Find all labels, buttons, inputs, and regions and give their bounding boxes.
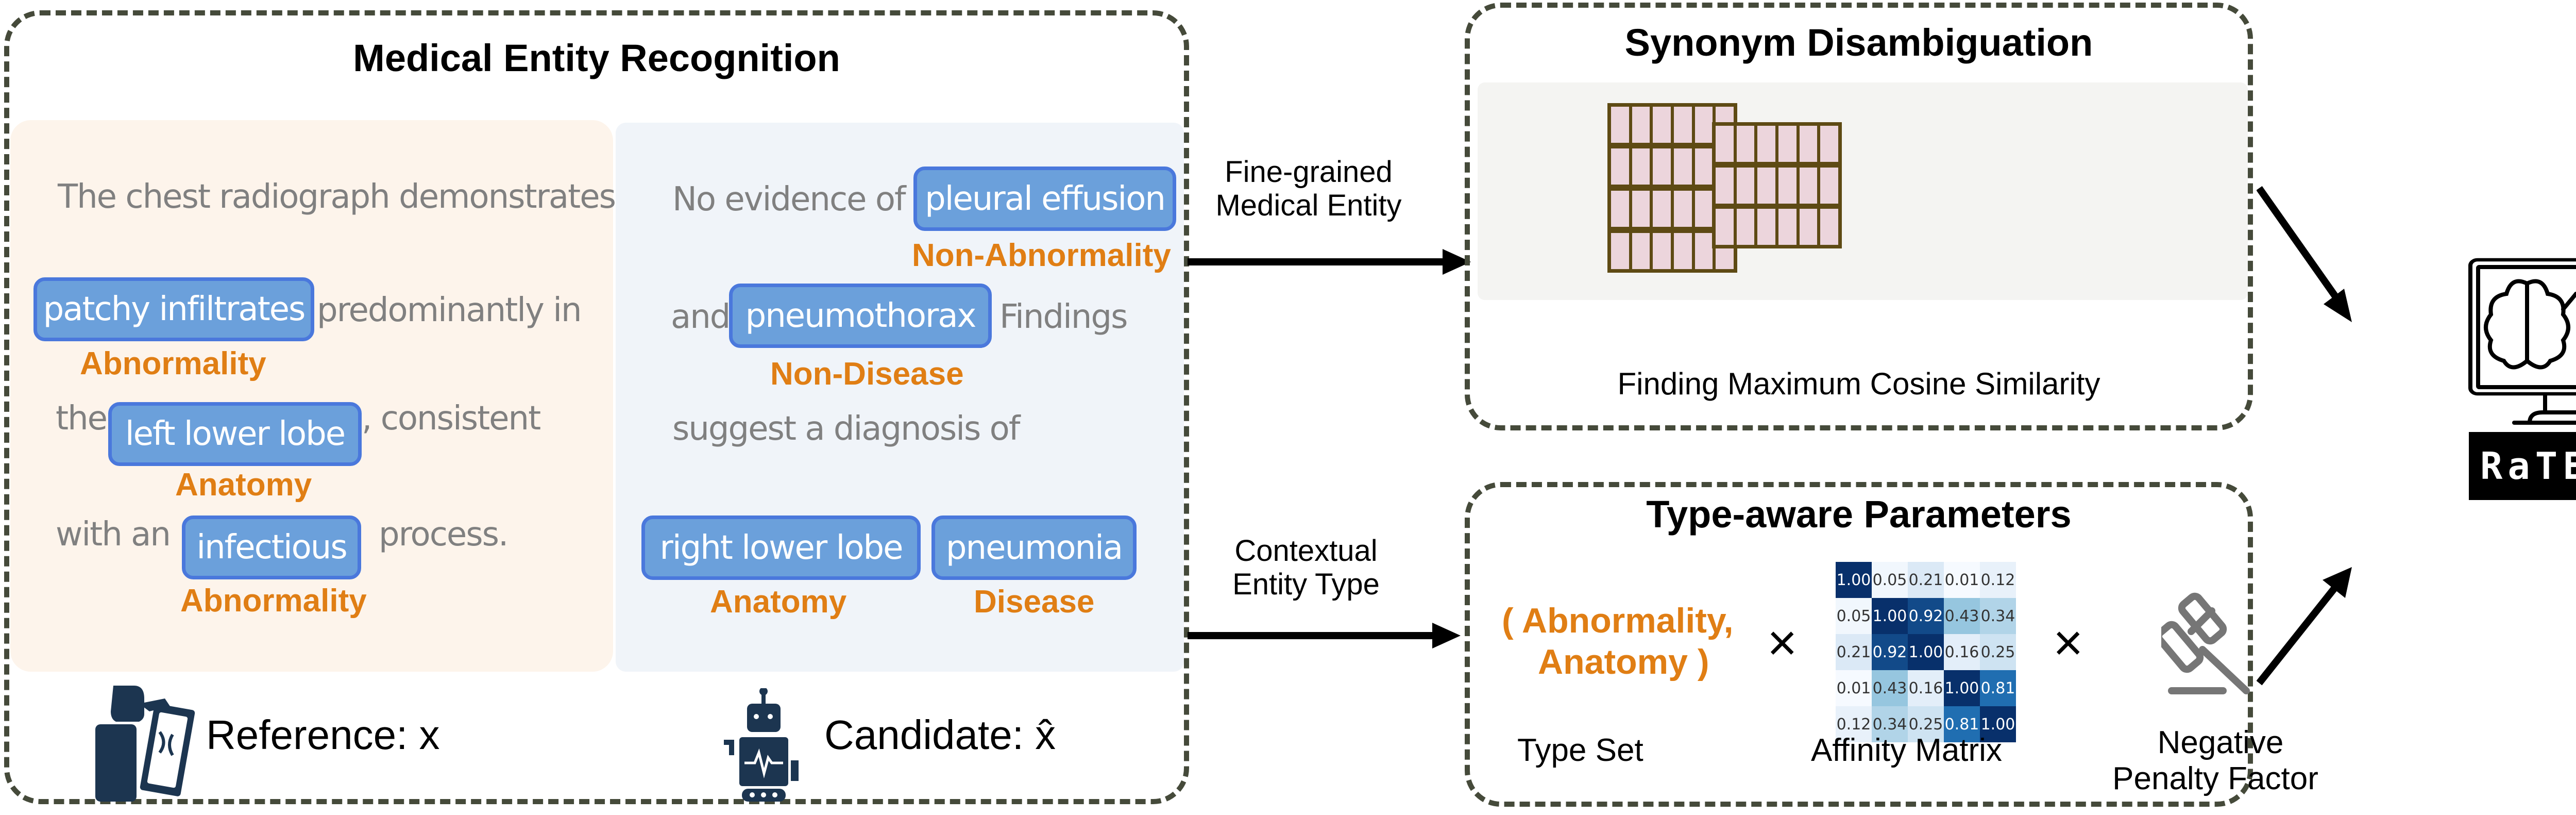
rate-score-badge: RaTE Score: [2469, 432, 2576, 500]
synonym-caption: Finding Maximum Cosine Similarity: [1617, 367, 2100, 401]
entity-chip-pneumothorax[interactable]: pneumothorax: [729, 284, 992, 348]
right-embedding-vector: [1712, 122, 1842, 165]
affinity-cell-r2-c4: 0.43: [1944, 598, 1980, 634]
reference-line-1: The chest radiograph demonstrates: [58, 178, 616, 216]
affinity-cell-r3-c3: 1.00: [1908, 634, 1944, 670]
affinity-cell-r4-c1: 0.01: [1836, 670, 1872, 706]
entity-label-anatomy-2: Anatomy: [710, 584, 847, 620]
affinity-cell-r4-c5: 0.81: [1980, 670, 2016, 706]
affinity-cell-r3-c4: 0.16: [1944, 634, 1980, 670]
affinity-cell-r2-c5: 0.34: [1980, 598, 2016, 634]
penalty-caption-2: Penalty Factor: [2112, 761, 2318, 796]
entity-label-abnormality-2: Abnormality: [180, 583, 367, 619]
ner-box: [4, 10, 1189, 804]
affinity-cell-r5-c3: 0.25: [1908, 706, 1944, 742]
affinity-cell-r3-c5: 0.25: [1980, 634, 2016, 670]
entity-chip-infectious[interactable]: infectious: [182, 515, 361, 579]
candidate-line-3: suggest a diagnosis of: [672, 410, 1020, 448]
monitor-brain-icon: [2468, 258, 2576, 425]
arrow-to-synonym: [1188, 249, 1471, 275]
affinity-matrix-caption: Affinity Matrix: [1811, 733, 2002, 768]
reference-panel: [10, 120, 613, 672]
type-aware-title: Type-aware Parameters: [1646, 493, 2072, 536]
candidate-line-2b: Findings: [999, 298, 1128, 336]
multiply-sign-2: ×: [2053, 614, 2083, 672]
type-aware-box: [1465, 482, 2253, 807]
arrow-type-aware-to-score: [2257, 567, 2352, 686]
arrow-label-medical-entity: Medical Entity: [1215, 189, 1402, 222]
multiply-sign-1: ×: [1767, 614, 1798, 672]
similarity-connections: [1641, 123, 1714, 253]
affinity-cell-r3-c2: 0.92: [1872, 634, 1908, 670]
arrow-label-entity-type: Entity Type: [1232, 568, 1380, 601]
type-set-line-1: ( Abnormality,: [1502, 601, 1734, 640]
affinity-cell-r5-c4: 0.81: [1944, 706, 1980, 742]
reference-line-2: predominantly in: [317, 291, 582, 329]
candidate-line-1: No evidence of: [672, 180, 906, 219]
affinity-cell-r1-c5: 0.12: [1980, 562, 2016, 598]
reference-line-3b: , consistent: [362, 400, 541, 438]
entity-chip-pleural-effusion[interactable]: pleural effusion: [913, 167, 1176, 231]
entity-label-non-disease: Non-Disease: [770, 356, 964, 392]
entity-chip-pneumonia[interactable]: pneumonia: [931, 515, 1137, 580]
type-set-line-2: Anatomy ): [1538, 642, 1709, 681]
reference-line-3a: the: [56, 400, 108, 438]
reference-caption: Reference: x: [206, 712, 440, 758]
affinity-cell-r2-c2: 1.00: [1872, 598, 1908, 634]
entity-label-abnormality: Abnormality: [80, 346, 266, 381]
arrow-synonym-to-score: [2257, 186, 2352, 322]
affinity-cell-r4-c2: 0.43: [1872, 670, 1908, 706]
entity-chip-right-lower-lobe[interactable]: right lower lobe: [641, 515, 921, 580]
affinity-cell-r2-c1: 0.05: [1836, 598, 1872, 634]
rate-score-badge-left: RaTE: [2480, 444, 2576, 488]
candidate-line-2a: and: [671, 298, 731, 336]
type-set-caption: Type Set: [1517, 733, 1643, 768]
arrow-to-type-aware: [1188, 623, 1461, 648]
affinity-cell-r1-c3: 0.21: [1908, 562, 1944, 598]
entity-label-disease: Disease: [974, 584, 1095, 620]
reference-line-4a: with an: [56, 515, 171, 554]
entity-label-anatomy: Anatomy: [175, 467, 312, 503]
affinity-cell-r2-c3: 0.92: [1908, 598, 1944, 634]
candidate-caption: Candidate: x̂: [824, 712, 1056, 758]
affinity-cell-r1-c4: 0.01: [1944, 562, 1980, 598]
right-embedding-vector: [1712, 164, 1842, 207]
affinity-cell-r4-c3: 0.16: [1908, 670, 1944, 706]
reference-line-4b: process.: [379, 515, 509, 554]
synonym-box: [1465, 3, 2253, 430]
penalty-caption-1: Negative: [2157, 725, 2284, 760]
affinity-cell-r5-c2: 0.34: [1872, 706, 1908, 742]
affinity-cell-r1-c1: 1.00: [1836, 562, 1872, 598]
affinity-cell-r4-c4: 1.00: [1944, 670, 1980, 706]
entity-chip-patchy-infiltrates[interactable]: patchy infiltrates: [33, 277, 314, 341]
affinity-cell-r5-c1: 0.12: [1836, 706, 1872, 742]
affinity-cell-r5-c5: 1.00: [1980, 706, 2016, 742]
arrow-label-contextual: Contextual: [1234, 534, 1378, 568]
affinity-cell-r1-c2: 0.05: [1872, 562, 1908, 598]
arrow-label-fine-grained: Fine-grained: [1225, 155, 1393, 189]
right-embedding-vector: [1712, 205, 1842, 248]
robot-icon: [724, 688, 799, 802]
synonym-panel: [1478, 82, 2248, 300]
doctor-icon: [95, 686, 195, 802]
ner-title: Medical Entity Recognition: [353, 37, 840, 79]
gavel-icon: [2161, 592, 2250, 694]
entity-chip-left-lower-lobe[interactable]: left lower lobe: [108, 402, 362, 466]
affinity-cell-r3-c1: 0.21: [1836, 634, 1872, 670]
entity-label-non-abnormality: Non-Abnormality: [912, 238, 1171, 273]
synonym-title: Synonym Disambiguation: [1624, 21, 2093, 64]
